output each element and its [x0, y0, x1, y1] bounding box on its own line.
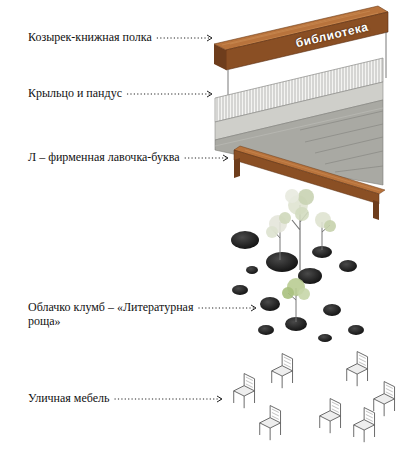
- leader-arrowhead: [207, 91, 212, 97]
- leader-arrowhead: [207, 35, 212, 41]
- trees: [266, 189, 336, 322]
- leader-line: [115, 399, 222, 400]
- part-label: Л – фирменная лавочка-буква: [28, 150, 180, 164]
- part-label: Уличная мебель: [28, 391, 110, 405]
- part-label: Облачко клумб – «Литературная роща»: [28, 300, 220, 328]
- sign-text: библиотека: [294, 20, 369, 51]
- leader-line: [198, 308, 256, 309]
- leader-arrow: [157, 35, 212, 41]
- leader-arrowhead: [251, 305, 256, 311]
- leader-line: [157, 38, 212, 39]
- street-chairs: [234, 352, 395, 443]
- leader-arrowhead: [217, 396, 222, 402]
- leader-arrow: [185, 155, 228, 161]
- bench-letter: [234, 146, 385, 220]
- leader-arrow: [115, 396, 222, 402]
- leader-arrow: [127, 91, 212, 97]
- flower-beds: [231, 231, 364, 342]
- part-label: Крыльцо и пандус: [28, 86, 122, 100]
- leader-arrowhead: [223, 155, 228, 161]
- part-label: Козырек-книжная полка: [28, 30, 152, 44]
- leader-line: [185, 158, 228, 159]
- leader-line: [127, 94, 212, 95]
- leader-arrow: [198, 305, 256, 311]
